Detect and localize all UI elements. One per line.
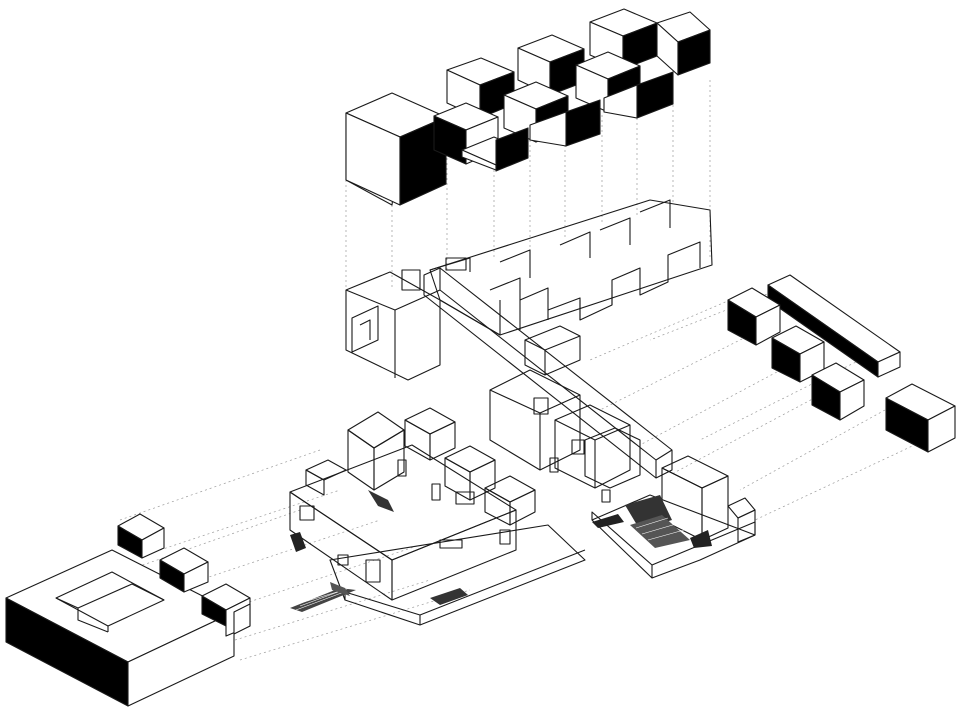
projection-lines [99, 80, 926, 661]
small-cube-stack [117, 513, 251, 637]
courtyard-block [5, 549, 235, 707]
top-checker-volumes [345, 8, 711, 206]
right-bar-volumes [727, 274, 956, 453]
upper-residential-bar [345, 199, 713, 503]
lower-left-complex [289, 407, 586, 626]
lower-right-complex [591, 455, 756, 579]
